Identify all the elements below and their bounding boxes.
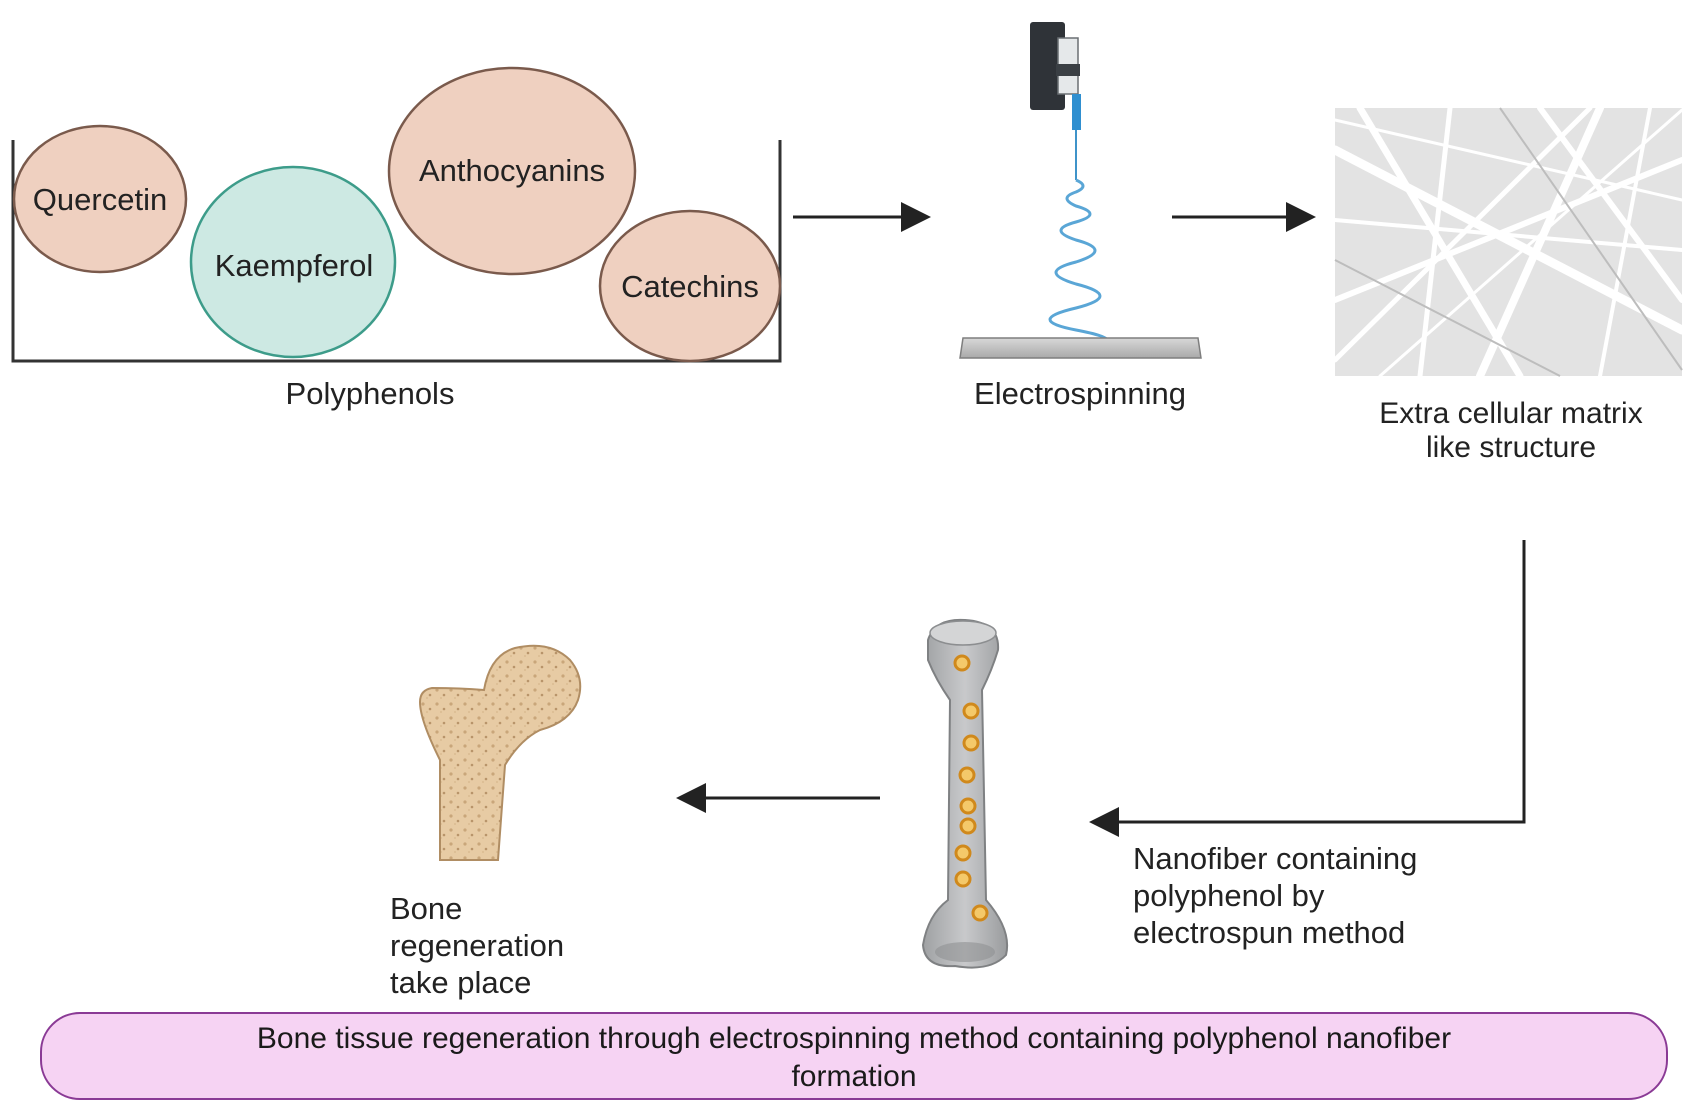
summary-caption-line1: Bone tissue regeneration through electro…: [256, 1022, 1452, 1055]
implanted-bone-illustration: [921, 618, 1008, 969]
bone-caption: Bone regeneration take place: [390, 890, 630, 1001]
bone-caption-line3: take place: [390, 965, 532, 1000]
bubble-quercetin: [12, 124, 188, 274]
bubble-catechins: [598, 209, 782, 363]
polyphenols-caption: Polyphenols: [285, 376, 455, 411]
electrospinning-caption: Electrospinning: [974, 376, 1186, 411]
nanofiber-caption-line2: polyphenol by: [1133, 878, 1325, 913]
syringe-pump: [1030, 22, 1065, 110]
arrow-to-nanofiber: [1089, 540, 1526, 837]
catechins-label: Catechins: [621, 269, 759, 304]
anthocyanins-label: Anthocyanins: [419, 153, 605, 188]
bubble-kaempferol: [189, 165, 397, 359]
ecm-caption-line2: like structure: [1425, 431, 1597, 464]
quercetin-label: Quercetin: [33, 182, 167, 217]
polyphenol-bubbles: Quercetin Kaempferol Anthocyanins Catech…: [12, 66, 782, 363]
ecm-caption-line1: Extra cellular matrix: [1379, 397, 1643, 430]
nanofiber-caption-line3: electrospun method: [1133, 915, 1406, 950]
fiber-jet: [1048, 178, 1110, 352]
regenerated-femur-illustration: [418, 644, 582, 861]
bone-caption-line1: Bone: [390, 891, 463, 926]
nanofiber-caption-line1: Nanofiber containing: [1133, 841, 1418, 876]
polyphenol-container: [11, 140, 782, 363]
syringe-needle-hub: [1072, 94, 1081, 130]
nanofiber-caption: Nanofiber containing polyphenol by elect…: [1133, 840, 1493, 951]
ecm-mesh-image: [1330, 104, 1687, 380]
summary-caption-box: Bone tissue regeneration through electro…: [40, 1012, 1668, 1100]
summary-caption-line2: formation: [791, 1060, 917, 1093]
electrospinning-apparatus: [959, 22, 1202, 359]
ecm-caption: Extra cellular matrix like structure: [1330, 397, 1692, 465]
kaempferol-label: Kaempferol: [215, 248, 374, 283]
bone-caption-line2: regeneration: [390, 928, 565, 963]
collector-plate: [959, 337, 1202, 359]
bubble-anthocyanins: [387, 66, 637, 276]
